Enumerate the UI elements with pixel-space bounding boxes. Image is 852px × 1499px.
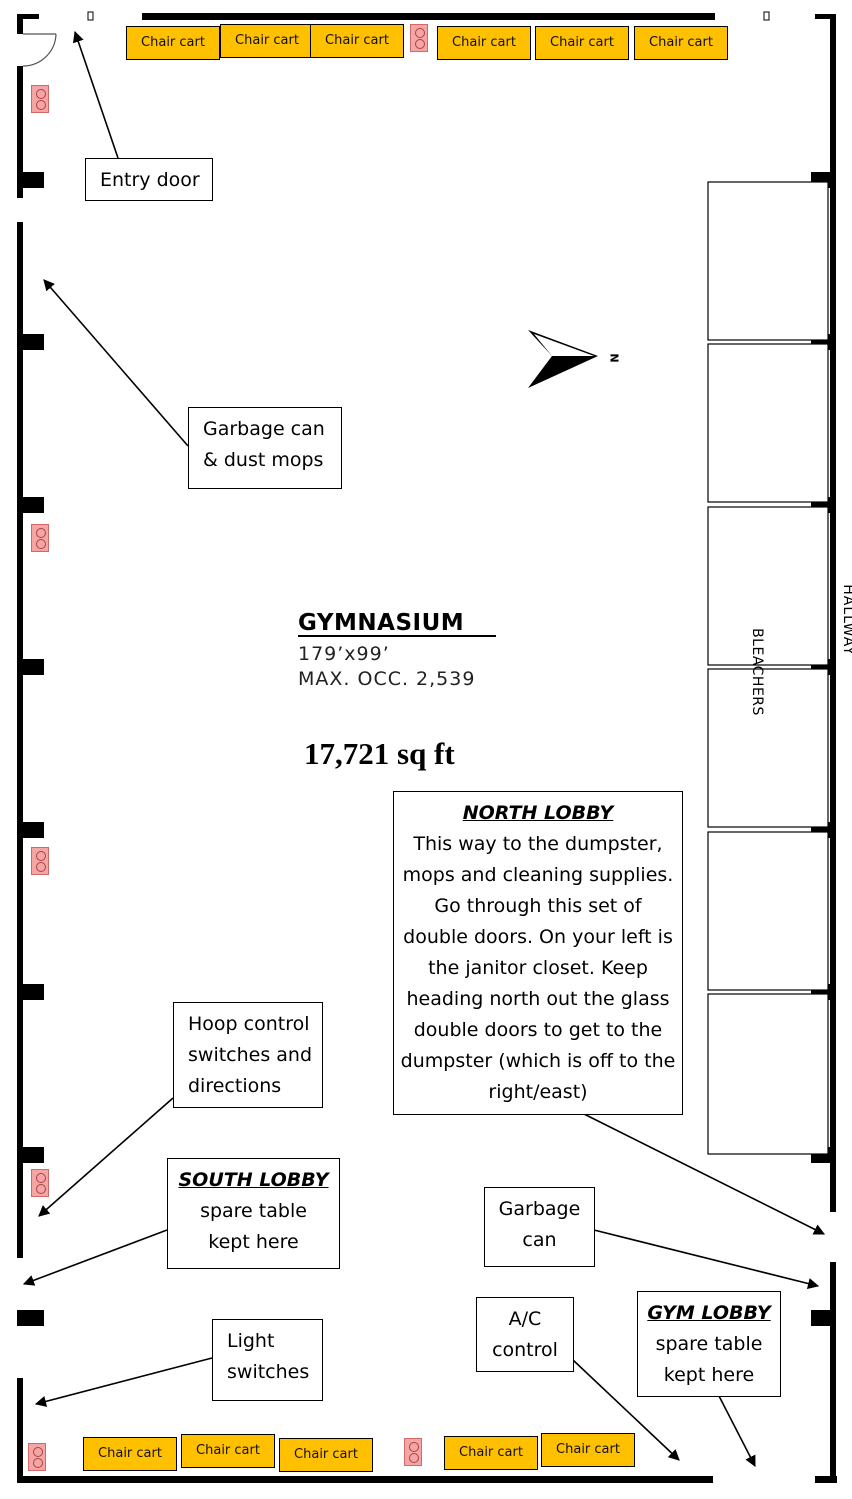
top-wall xyxy=(142,13,715,20)
room-name: GYMNASIUM xyxy=(298,610,465,636)
callout-line: Light xyxy=(227,1330,275,1352)
callout-line: can xyxy=(522,1229,557,1251)
south-lobby-arrow xyxy=(22,1229,168,1286)
callout-line: Hoop control xyxy=(188,1013,310,1035)
gym-lobby-arrow xyxy=(718,1395,756,1467)
chair-cart: Chair cart xyxy=(181,1434,275,1468)
ac-control-arrow xyxy=(572,1359,680,1461)
callout-line: heading north out the glass xyxy=(406,988,670,1010)
door-jamb-left xyxy=(87,11,94,21)
left-wall-upper xyxy=(17,14,23,34)
callout-line: directions xyxy=(188,1075,282,1097)
south-lobby-callout: SOUTH LOBBY spare table kept here xyxy=(167,1158,340,1269)
hoop-control-callout: Hoop control switches and directions xyxy=(173,1002,323,1108)
callout-line: kept here xyxy=(663,1364,755,1386)
chair-cart: Chair cart xyxy=(310,24,404,58)
left-wall-segment-3 xyxy=(17,1378,23,1482)
room-name-underline xyxy=(298,635,496,637)
outlet-icon xyxy=(31,1169,49,1197)
chair-cart: Chair cart xyxy=(126,26,220,60)
hoop-control-arrow xyxy=(38,1097,174,1217)
callout-heading: GYM LOBBY xyxy=(647,1302,771,1324)
right-wall-top-stub xyxy=(815,14,836,19)
bleacher-section xyxy=(707,831,829,991)
chair-cart: Chair cart xyxy=(437,26,531,60)
leader-arrows xyxy=(22,30,826,1467)
walls xyxy=(17,13,837,1483)
garbage-can-arrow xyxy=(593,1229,820,1289)
callout-line: right/east) xyxy=(488,1081,588,1103)
entry-door-arrow xyxy=(72,30,119,159)
chair-cart: Chair cart xyxy=(444,1436,538,1470)
callout-line: This way to the dumpster, xyxy=(413,833,663,855)
entry-door-swing xyxy=(22,33,57,67)
callout-line: Go through this set of xyxy=(434,895,642,917)
chair-cart: Chair cart xyxy=(83,1437,177,1471)
bottom-wall-right xyxy=(815,1476,837,1483)
callout-line: kept here xyxy=(208,1231,299,1253)
callout-heading: NORTH LOBBY xyxy=(462,802,614,824)
callout-line: mops and cleaning supplies. xyxy=(402,864,674,886)
north-lobby-arrow xyxy=(583,1113,826,1235)
room-max-occupancy: MAX. OCC. 2,539 xyxy=(298,668,476,690)
bleacher-section xyxy=(707,668,829,828)
light-switches-arrow xyxy=(34,1357,213,1407)
chair-cart: Chair cart xyxy=(541,1433,635,1467)
north-lobby-callout: NORTH LOBBY This way to the dumpster, mo… xyxy=(393,791,683,1115)
callout-line: switches xyxy=(227,1361,310,1383)
callout-line: Garbage xyxy=(498,1198,581,1220)
bleachers xyxy=(707,181,829,1155)
hallway-label: HALLWAY xyxy=(840,584,852,656)
callout-line: Entry door xyxy=(100,169,200,191)
left-wall-segment-1 xyxy=(17,66,23,198)
outlet-icon xyxy=(31,85,49,113)
callout-line: spare table xyxy=(200,1200,307,1222)
callout-line: double doors to get to the xyxy=(413,1019,663,1041)
bleacher-section xyxy=(707,506,829,666)
chair-cart: Chair cart xyxy=(634,26,728,60)
callout-heading: SOUTH LOBBY xyxy=(178,1169,329,1191)
outlet-icon xyxy=(31,847,49,875)
north-letter: N xyxy=(607,353,621,363)
bleacher-section xyxy=(707,181,829,341)
light-switches-callout: Light switches xyxy=(212,1319,323,1401)
callout-line: & dust mops xyxy=(203,449,324,471)
outlet-icon xyxy=(410,24,428,52)
room-area: 17,721 sq ft xyxy=(304,736,455,771)
callout-line: double doors. On your left is xyxy=(403,926,673,948)
callout-line: Garbage can xyxy=(203,418,325,440)
right-wall-lower xyxy=(830,1262,836,1482)
top-wall-left-stub xyxy=(17,14,39,19)
garbage-mops-arrow xyxy=(43,279,189,447)
entry-door-callout: Entry door xyxy=(85,158,213,201)
bleacher-section xyxy=(707,343,829,503)
bottom-wall xyxy=(17,1476,713,1483)
chair-cart: Chair cart xyxy=(220,24,314,58)
door-jamb-right xyxy=(763,11,770,21)
chair-cart: Chair cart xyxy=(535,26,629,60)
callout-line: spare table xyxy=(655,1333,763,1355)
right-wall-upper xyxy=(830,14,836,1212)
callout-line: control xyxy=(492,1339,558,1361)
ac-control-callout: A/C control xyxy=(476,1297,574,1372)
gym-lobby-callout: GYM LOBBY spare table kept here xyxy=(637,1291,781,1397)
garbage-mops-callout: Garbage can & dust mops xyxy=(188,407,342,489)
outlet-icon xyxy=(31,524,49,552)
left-wall-segment-2 xyxy=(17,222,23,1258)
room-dimensions: 179’x99’ xyxy=(298,643,390,665)
callout-line: A/C xyxy=(508,1308,542,1330)
left-columns xyxy=(17,172,44,1326)
bleachers-label: BLEACHERS xyxy=(749,628,765,716)
callout-line: dumpster (which is off to the xyxy=(400,1050,676,1072)
outlet-icon xyxy=(404,1438,422,1466)
callout-line: switches and xyxy=(188,1044,313,1066)
bleacher-section xyxy=(707,993,829,1155)
outlet-icon xyxy=(28,1443,46,1471)
chair-cart: Chair cart xyxy=(279,1438,373,1472)
callout-line: the janitor closet. Keep xyxy=(428,957,648,979)
garbage-can-callout: Garbage can xyxy=(484,1187,595,1267)
